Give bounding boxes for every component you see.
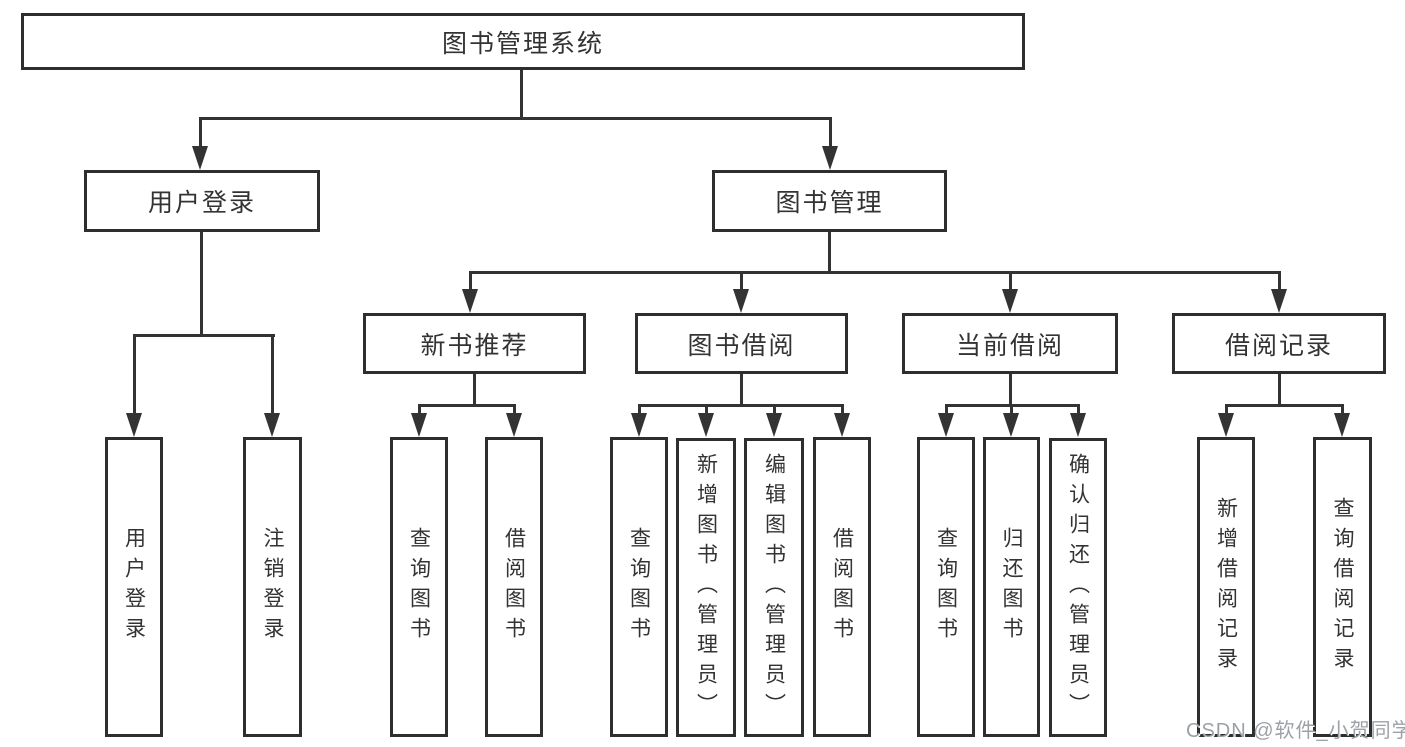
connector-userlogin-drop-1 (133, 334, 136, 415)
arrow-down-icon (411, 413, 427, 437)
connector-current-stem (1009, 374, 1012, 406)
leaf-label: 用户登录 (122, 527, 146, 647)
leaf-label: 借阅图书 (502, 527, 526, 647)
arrow-down-icon (1271, 289, 1287, 313)
node-new-books-label: 新书推荐 (420, 331, 529, 360)
arrow-down-icon (126, 413, 142, 437)
connector-borrowing-drop-3 (773, 404, 776, 415)
connector-bookmgmt-drop-1 (469, 271, 472, 291)
connector-records-hline (1225, 404, 1343, 407)
connector-root-hline (199, 117, 832, 120)
leaf-return-books: 归还图书 (983, 437, 1040, 737)
connector-bookmgmt-drop-3 (1009, 271, 1012, 291)
node-book-borrowing: 图书借阅 (635, 313, 848, 374)
leaf-label: 新增图书（管理员） (694, 452, 718, 723)
connector-borrowing-hline (638, 404, 844, 407)
node-root-label: 图书管理系统 (441, 29, 604, 58)
connector-root-drop-left (199, 117, 202, 150)
connector-current-drop-2 (1010, 404, 1013, 415)
connector-userlogin-hline (133, 334, 275, 337)
leaf-add-books-admin: 新增图书（管理员） (676, 438, 736, 737)
leaf-label: 确认归还（管理员） (1066, 452, 1090, 723)
node-book-management: 图书管理 (712, 170, 947, 232)
connector-records-drop-2 (1341, 404, 1344, 415)
connector-userlogin-stem (200, 232, 203, 336)
node-new-books: 新书推荐 (363, 313, 586, 374)
leaf-query-books-1: 查询图书 (390, 437, 448, 737)
arrow-down-icon (733, 289, 749, 313)
leaf-label: 查询借阅记录 (1331, 497, 1354, 677)
leaf-label: 查询图书 (407, 527, 431, 647)
leaf-confirm-return-admin: 确认归还（管理员） (1049, 438, 1107, 737)
arrow-down-icon (631, 413, 647, 437)
arrow-down-icon (1218, 413, 1234, 437)
arrow-down-icon (192, 146, 208, 170)
connector-root-drop-right (829, 117, 832, 150)
leaf-label: 注销登录 (261, 527, 284, 647)
connector-bookmgmt-drop-4 (1278, 271, 1281, 291)
leaf-label: 查询图书 (627, 527, 651, 647)
arrow-down-icon (1002, 289, 1018, 313)
leaf-logout: 注销登录 (243, 437, 302, 737)
connector-borrowing-stem (740, 374, 743, 406)
leaf-query-books-2: 查询图书 (610, 437, 668, 737)
connector-newbooks-stem (473, 374, 476, 406)
connector-root-stem (520, 70, 523, 119)
node-user-login-label: 用户登录 (147, 189, 256, 217)
leaf-edit-books-admin: 编辑图书（管理员） (744, 438, 804, 737)
arrow-down-icon (1334, 413, 1350, 437)
node-borrowing-records-label: 借阅记录 (1224, 331, 1333, 360)
connector-newbooks-drop-2 (513, 404, 516, 415)
arrow-down-icon (698, 413, 714, 437)
connector-borrowing-drop-1 (638, 404, 641, 415)
arrow-down-icon (506, 413, 522, 437)
leaf-query-books-3: 查询图书 (917, 437, 975, 737)
node-book-management-label: 图书管理 (775, 189, 884, 217)
node-book-borrowing-label: 图书借阅 (687, 331, 796, 360)
connector-bookmgmt-hline (469, 271, 1281, 274)
arrow-down-icon (938, 413, 954, 437)
arrow-down-icon (822, 146, 838, 170)
connector-current-drop-3 (1077, 404, 1080, 415)
arrow-down-icon (264, 413, 280, 437)
connector-newbooks-hline (418, 404, 516, 407)
connector-newbooks-drop-1 (418, 404, 421, 415)
connector-bookmgmt-stem (828, 232, 831, 273)
connector-borrowing-drop-2 (705, 404, 708, 415)
node-current-borrowing: 当前借阅 (902, 313, 1118, 374)
connector-records-stem (1278, 374, 1281, 406)
node-user-login: 用户登录 (84, 170, 320, 232)
leaf-label: 新增借阅记录 (1214, 497, 1238, 677)
leaf-add-borrow-record: 新增借阅记录 (1197, 437, 1255, 737)
leaf-borrow-books-1: 借阅图书 (485, 437, 543, 737)
connector-bookmgmt-drop-2 (740, 271, 743, 291)
arrow-down-icon (1003, 413, 1019, 437)
connector-current-drop-1 (945, 404, 948, 415)
arrow-down-icon (834, 413, 850, 437)
node-root: 图书管理系统 (21, 13, 1025, 70)
csdn-watermark: CSDN @软件_小贺同学 (1186, 720, 1405, 742)
leaf-query-borrow-record: 查询借阅记录 (1313, 437, 1372, 737)
leaf-borrow-books-2: 借阅图书 (813, 437, 871, 737)
node-current-borrowing-label: 当前借阅 (955, 331, 1064, 360)
leaf-label: 归还图书 (1000, 527, 1023, 647)
arrow-down-icon (462, 289, 478, 313)
connector-records-drop-1 (1225, 404, 1228, 415)
leaf-label: 借阅图书 (830, 527, 854, 647)
arrow-down-icon (1070, 413, 1086, 437)
connector-userlogin-drop-2 (271, 334, 274, 415)
leaf-label: 编辑图书（管理员） (762, 452, 786, 723)
node-borrowing-records: 借阅记录 (1172, 313, 1386, 374)
leaf-user-login: 用户登录 (105, 437, 163, 737)
connector-borrowing-drop-4 (841, 404, 844, 415)
arrow-down-icon (766, 413, 782, 437)
leaf-label: 查询图书 (934, 527, 958, 647)
